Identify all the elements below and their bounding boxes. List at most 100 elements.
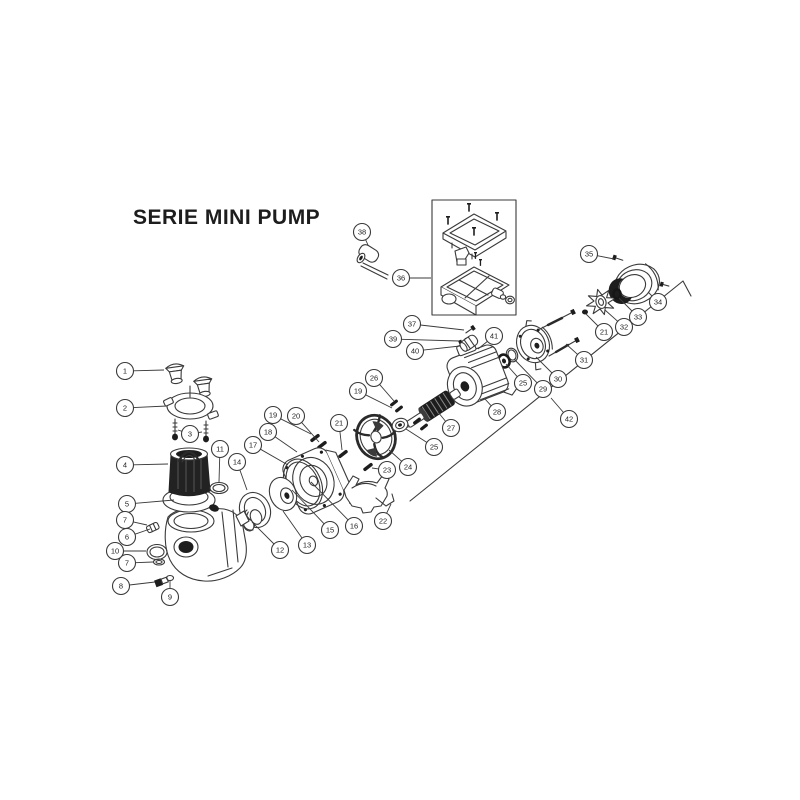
fan-clip [612,288,622,300]
svg-text:15: 15 [326,526,334,535]
svg-text:21: 21 [600,328,608,337]
svg-text:13: 13 [303,541,311,550]
capacitor-group [459,324,479,352]
callout-27: 27 [437,411,461,438]
lid-screws [446,203,499,236]
callout-30: 30 [535,356,568,389]
callout-4: 4 [115,455,169,475]
page-title: SERIE MINI PUMP [133,206,321,229]
svg-text:7: 7 [125,559,129,568]
svg-text:18: 18 [264,428,272,437]
callout-32: 32 [604,309,634,337]
svg-text:9: 9 [168,593,172,602]
svg-text:3: 3 [188,430,192,439]
svg-text:42: 42 [565,415,573,424]
callout-25b: 25 [505,363,533,393]
svg-text:19: 19 [269,411,277,420]
pump-housing-group [164,506,263,582]
callout-21b: 21 [585,313,614,342]
callout-3: 3 [177,424,203,444]
callout-33: 33 [618,297,648,327]
fan-group [585,288,617,316]
callout-9: 9 [160,581,180,607]
callout-19b: 19 [348,381,393,409]
svg-text:19: 19 [354,387,362,396]
svg-text:39: 39 [389,335,397,344]
svg-text:37: 37 [408,320,416,329]
bearing-plate-group [515,320,553,371]
callout-39: 39 [383,329,460,349]
svg-text:21: 21 [335,419,343,428]
svg-text:7: 7 [123,516,127,525]
callout-8: 8 [111,576,156,596]
callout-20: 20 [286,406,320,443]
callout-41: 41 [477,326,504,350]
svg-text:22: 22 [379,517,387,526]
callout-17: 17 [243,435,289,466]
svg-text:4: 4 [123,461,127,470]
svg-text:38: 38 [358,228,366,237]
svg-text:25: 25 [430,443,438,452]
svg-text:8: 8 [119,582,123,591]
svg-text:36: 36 [397,274,405,283]
svg-text:31: 31 [580,356,588,365]
svg-text:29: 29 [539,385,547,394]
callout-16: 16 [310,481,364,536]
svg-text:20: 20 [292,412,300,421]
terminal-box-group [431,199,517,316]
callout-2: 2 [115,398,168,418]
svg-text:12: 12 [276,546,284,555]
svg-text:11: 11 [216,445,224,454]
svg-text:41: 41 [490,332,498,341]
callout-34: 34 [647,291,668,312]
callout-15: 15 [291,489,340,540]
svg-text:10: 10 [111,547,119,556]
callout-37: 37 [402,314,465,334]
svg-text:16: 16 [350,522,358,531]
svg-text:30: 30 [554,375,562,384]
cable-gland-group [356,244,389,280]
hose-fittings [165,363,213,398]
svg-text:5: 5 [125,500,129,509]
callout-22: 22 [373,503,393,531]
svg-text:26: 26 [370,374,378,383]
drain-plugs-group [145,521,175,588]
callout-19a: 19 [263,405,312,435]
callout-24: 24 [388,449,418,477]
callout-35: 35 [579,244,615,264]
svg-text:35: 35 [585,250,593,259]
callout-28: 28 [484,398,507,422]
callout-36: 36 [391,268,431,288]
callout-38: 38 [352,222,372,246]
svg-text:32: 32 [620,323,628,332]
wear-disc [268,476,298,512]
motor-through-bolts [539,308,580,357]
callout-25a: 25 [405,428,444,457]
lid-oring [209,481,229,495]
svg-text:23: 23 [383,466,391,475]
callout-11: 11 [210,439,230,483]
callout-23: 23 [371,460,397,480]
callout-1: 1 [115,361,165,381]
callout-10: 10 [105,541,146,561]
svg-text:25: 25 [519,379,527,388]
svg-text:40: 40 [411,347,419,356]
svg-text:1: 1 [123,367,127,376]
callout-14: 14 [227,452,248,491]
callout-40: 40 [405,341,461,361]
svg-text:17: 17 [249,441,257,450]
callout-42: 42 [550,397,579,429]
assembly-bracket-line [409,280,692,502]
callout-7a: 7 [115,510,148,530]
svg-text:24: 24 [404,463,412,472]
clamp-ring-group [163,385,219,420]
callout-7b: 7 [117,553,154,573]
callout-18: 18 [258,422,298,453]
callout-21a: 21 [329,413,349,451]
svg-text:6: 6 [125,533,129,542]
svg-text:33: 33 [634,313,642,322]
strainer-pot-group [162,447,219,513]
svg-text:34: 34 [654,298,662,307]
impeller-group [353,413,397,461]
svg-text:14: 14 [233,458,241,467]
